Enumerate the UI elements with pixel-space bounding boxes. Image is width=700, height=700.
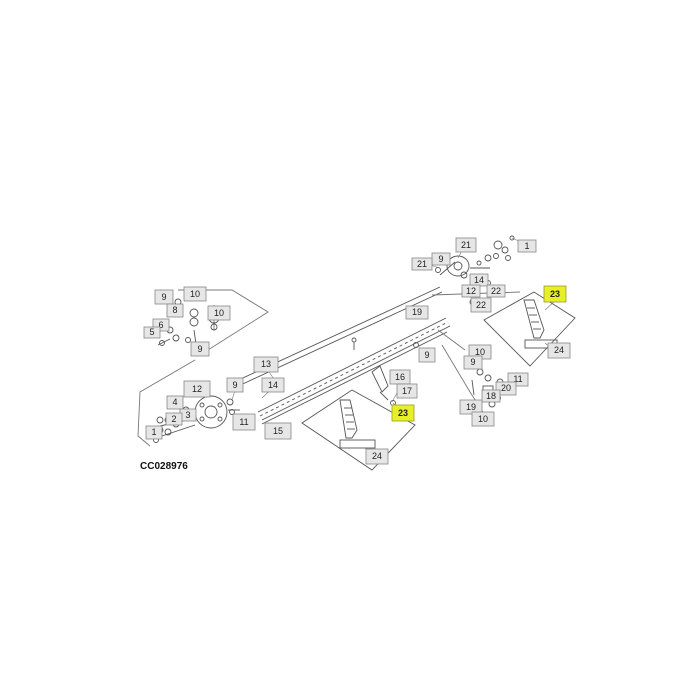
callout-label: 9 xyxy=(438,254,443,264)
callout-label: 10 xyxy=(478,414,488,424)
callout-23-right: 23 xyxy=(543,285,567,303)
middle-bracket xyxy=(351,337,419,406)
callout-label: 15 xyxy=(273,426,283,436)
callout-13: 13 xyxy=(253,356,279,373)
callout-label: 19 xyxy=(412,307,422,317)
callout-label: 4 xyxy=(172,397,177,407)
callout-24-mid: 24 xyxy=(365,448,389,465)
callout-label: 20 xyxy=(501,383,511,393)
callout-label: 11 xyxy=(239,417,248,427)
callout-label: 22 xyxy=(491,286,501,296)
callout-9-left: 9 xyxy=(154,289,174,305)
callout-label: 19 xyxy=(466,402,476,412)
callout-label: 17 xyxy=(402,386,412,396)
callout-label: 21 xyxy=(461,240,471,250)
callout-21-left: 21 xyxy=(411,257,433,271)
callout-5-left: 5 xyxy=(143,326,161,339)
callout-label: 13 xyxy=(261,359,271,369)
callout-9-left-b: 9 xyxy=(190,341,210,357)
callout-23-mid: 23 xyxy=(391,404,415,422)
callout-label: 24 xyxy=(554,345,564,355)
callout-19-top: 19 xyxy=(405,305,429,320)
callout-label: 3 xyxy=(185,410,190,420)
callout-label: 10 xyxy=(190,289,200,299)
callout-16: 16 xyxy=(389,369,411,385)
callout-label: 23 xyxy=(550,289,560,299)
callout-22-b: 22 xyxy=(470,297,492,313)
callout-label: 21 xyxy=(417,259,427,269)
callout-label: 9 xyxy=(470,357,475,367)
callout-label: 10 xyxy=(475,347,485,357)
callout-label: 12 xyxy=(192,384,202,394)
callout-10-left-a: 10 xyxy=(183,286,207,302)
callout-label: 6 xyxy=(158,320,163,330)
knife-guard-inset-right xyxy=(483,291,576,367)
callout-10-right-b: 10 xyxy=(471,411,495,427)
callout-9-shaft: 9 xyxy=(418,347,436,363)
callout-11-left: 11 xyxy=(232,413,256,431)
callout-20-right: 20 xyxy=(495,381,517,396)
callout-14-top: 14 xyxy=(469,273,489,287)
callout-4: 4 xyxy=(166,395,184,410)
callout-label: 9 xyxy=(161,292,166,302)
callout-label: 11 xyxy=(513,374,522,384)
callouts: 1 21 9 21 14 12 22 22 23 24 19 9 10 9 11… xyxy=(143,237,571,465)
callout-label: 8 xyxy=(172,305,177,315)
callout-2: 2 xyxy=(165,412,183,426)
callout-15: 15 xyxy=(264,422,292,440)
callout-14-mid: 14 xyxy=(261,377,285,393)
callout-label: 24 xyxy=(372,451,382,461)
callout-19-right: 19 xyxy=(459,399,483,415)
callout-label: 16 xyxy=(395,372,405,382)
callout-label: 5 xyxy=(149,327,154,337)
callout-label: 9 xyxy=(197,344,202,354)
callout-label: 1 xyxy=(151,427,156,437)
callout-8-left: 8 xyxy=(166,303,184,318)
callout-17: 17 xyxy=(396,383,418,399)
callout-22-a: 22 xyxy=(486,284,506,298)
knife-guard-inset-mid xyxy=(301,389,416,471)
callout-label: 14 xyxy=(268,380,278,390)
callout-label: 23 xyxy=(398,408,408,418)
callout-label: 14 xyxy=(474,275,484,285)
lower-shaft xyxy=(257,317,451,425)
callout-9-hub: 9 xyxy=(226,377,244,393)
callout-1-top: 1 xyxy=(517,239,537,253)
callout-label: 22 xyxy=(476,300,486,310)
callout-9-right: 9 xyxy=(463,355,483,370)
callout-21-top: 21 xyxy=(455,237,477,253)
callout-24-right: 24 xyxy=(547,342,571,359)
callout-label: 9 xyxy=(232,380,237,390)
callout-9-mid: 9 xyxy=(431,252,451,266)
callout-label: 2 xyxy=(171,414,176,424)
callout-label: 9 xyxy=(424,350,429,360)
callout-label: 12 xyxy=(466,286,476,296)
drawing-code-label: CC028976 xyxy=(140,461,188,472)
callout-label: 10 xyxy=(214,308,224,318)
callout-18-right: 18 xyxy=(481,389,501,403)
callout-label: 18 xyxy=(486,391,496,401)
callout-10-left-b: 10 xyxy=(207,305,231,321)
callout-1-left: 1 xyxy=(145,425,163,440)
callout-12-top: 12 xyxy=(461,284,481,298)
callout-12-left: 12 xyxy=(183,380,211,398)
callout-label: 1 xyxy=(524,241,529,251)
